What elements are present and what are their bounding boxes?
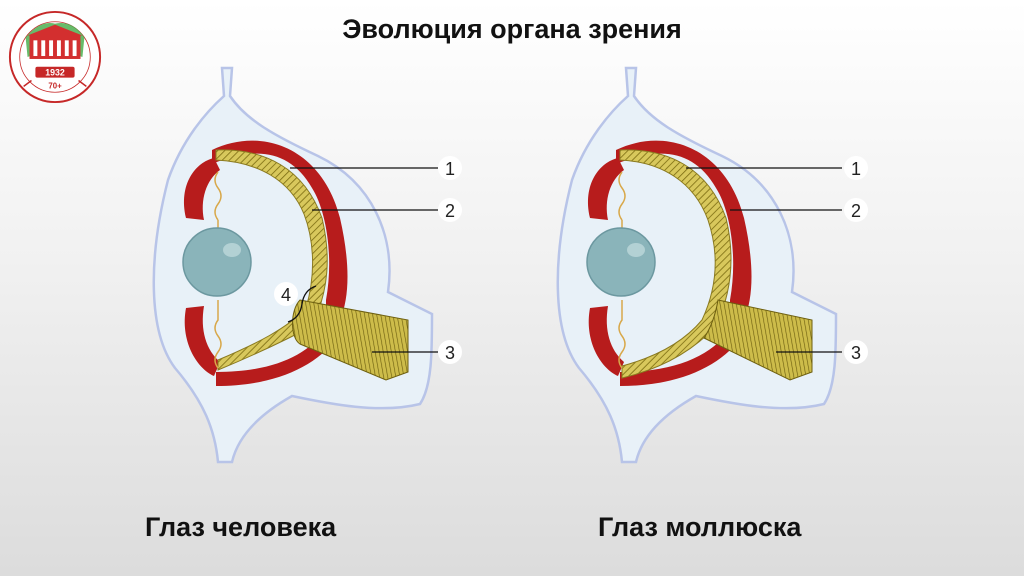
svg-text:4: 4 <box>281 285 291 305</box>
mollusk-label-2: 2 <box>844 198 868 222</box>
university-building-icon <box>27 24 83 59</box>
svg-text:2: 2 <box>445 201 455 221</box>
mollusk-eye <box>556 66 842 464</box>
human-eye <box>152 66 438 464</box>
svg-text:3: 3 <box>445 343 455 363</box>
human-iris-upper <box>184 158 220 220</box>
mollusk-retina <box>619 149 732 379</box>
human-lens <box>182 227 252 297</box>
logo-tag: 70+ <box>48 81 62 90</box>
caption-mollusk-eye: Глаз моллюска <box>598 512 802 542</box>
mollusk-iris-upper <box>588 158 624 220</box>
caption-human-eye: Глаз человека <box>145 512 337 542</box>
human-iris-lower <box>184 306 220 376</box>
human-label-2: 2 <box>438 198 462 222</box>
mollusk-lens <box>586 227 656 297</box>
mollusk-label-3: 3 <box>844 340 868 364</box>
svg-text:3: 3 <box>851 343 861 363</box>
mollusk-iris-lower <box>588 306 624 376</box>
human-label-4: 4 <box>274 282 298 306</box>
human-optic-nerve <box>292 299 409 381</box>
slide-title: Эволюция органа зрения <box>342 14 682 44</box>
human-label-3: 3 <box>438 340 462 364</box>
svg-text:1: 1 <box>445 159 455 179</box>
mollusk-optic-nerve <box>703 299 813 381</box>
human-zonule-lower <box>214 300 222 369</box>
mollusk-zonule-lower <box>618 300 626 369</box>
university-logo: 1932 70+ <box>8 10 102 104</box>
svg-text:2: 2 <box>851 201 861 221</box>
human-label-1: 1 <box>438 156 462 180</box>
mollusk-label-1: 1 <box>844 156 868 180</box>
svg-text:1: 1 <box>851 159 861 179</box>
logo-year: 1932 <box>45 68 65 78</box>
